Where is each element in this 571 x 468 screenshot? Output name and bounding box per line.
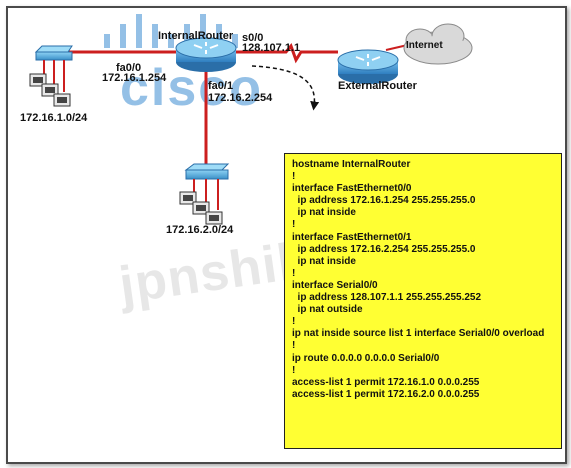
fa0-1-ip-label: 172.16.2.254 <box>208 92 273 104</box>
config-line: ip nat outside <box>292 304 363 316</box>
config-line: ip address 172.16.2.254 255.255.255.0 <box>292 243 476 255</box>
network-diagram <box>29 23 473 225</box>
config-line: ! <box>292 340 296 352</box>
fa0-0-interface-label: fa0/0 <box>116 62 142 74</box>
config-line: ip nat inside <box>292 207 356 219</box>
internet-cloud-icon <box>403 23 473 65</box>
config-line: ! <box>292 316 296 328</box>
switch-lan2-icon <box>184 163 230 210</box>
config-line: interface Serial0/0 <box>292 279 378 291</box>
link-serial <box>234 43 338 64</box>
fa0-1-interface-label: fa0/1 <box>208 80 234 92</box>
config-line: hostname InternalRouter <box>292 159 411 170</box>
config-line: ip route 0.0.0.0 0.0.0.0 Serial0/0 <box>292 352 440 364</box>
internal-router-icon <box>175 37 237 72</box>
internet-label: Internet <box>406 40 443 51</box>
config-line: ip nat inside source list 1 interface Se… <box>292 328 545 340</box>
s0-0-interface-label: s0/0 <box>242 32 264 44</box>
internal-router-label: InternalRouter <box>158 30 234 42</box>
config-line: access-list 1 permit 172.16.2.0 0.0.0.25… <box>292 388 480 400</box>
config-line: ip address 172.16.1.254 255.255.255.0 <box>292 195 476 207</box>
cisco-logo-text: cisco <box>120 59 263 117</box>
cisco-logo-bars <box>104 14 238 48</box>
config-line: ! <box>292 364 296 376</box>
lan1-network-label: 172.16.1.0/24 <box>20 112 88 124</box>
config-line: ip nat inside <box>292 255 356 267</box>
diagram-frame: cisco <box>6 6 567 464</box>
config-line: ! <box>292 219 296 231</box>
dashed-arrow <box>251 65 320 111</box>
config-line: ip address 128.107.1.1 255.255.255.252 <box>292 292 482 304</box>
config-line: interface FastEthernet0/0 <box>292 183 412 195</box>
s0-0-ip-label: 128.107.1.1 <box>242 42 301 54</box>
lan2-network-label: 172.16.2.0/24 <box>166 224 234 236</box>
external-router-icon <box>337 49 399 84</box>
pc-group-lan1-icon <box>29 73 71 107</box>
external-router-label: ExternalRouter <box>338 80 417 92</box>
config-line: access-list 1 permit 172.16.1.0 0.0.0.25… <box>292 376 480 388</box>
switch-lan1-icon <box>34 45 73 92</box>
pc-group-lan2-icon <box>179 191 223 225</box>
config-line: interface FastEthernet0/1 <box>292 231 412 243</box>
fa0-0-ip-label: 172.16.1.254 <box>102 72 167 84</box>
config-box: hostname InternalRouter ! interface Fast… <box>284 153 562 449</box>
config-line: ! <box>292 171 296 183</box>
config-line: ! <box>292 267 296 279</box>
